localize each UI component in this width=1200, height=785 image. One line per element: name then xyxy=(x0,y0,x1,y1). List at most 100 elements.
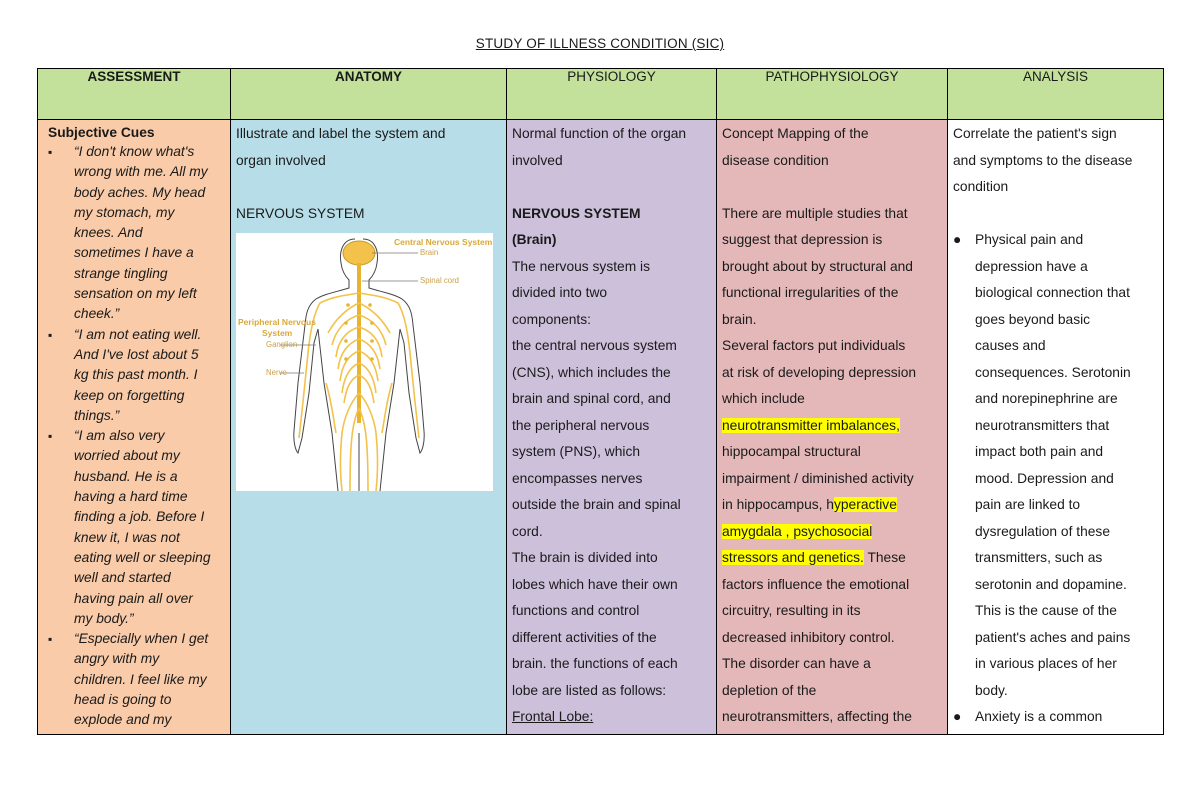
cue-line: “Especially when I get xyxy=(74,631,209,647)
header-pathophysiology: PATHOPHYSIOLOGY xyxy=(716,68,948,120)
cue-line: And I've lost about 5 xyxy=(74,346,199,362)
pathophysiology-cell: Concept Mapping of the disease condition… xyxy=(716,119,948,735)
analysis-line: goes beyond basic xyxy=(975,311,1091,327)
patho-line: amygdala , psychosocial xyxy=(722,519,942,546)
patho-line: in hippocampus, hyperactive xyxy=(722,492,942,519)
patho-line: depletion of the xyxy=(722,682,817,698)
physiology-cell: Normal function of the organ involved NE… xyxy=(506,119,717,735)
physiology-body-line: (CNS), which includes the xyxy=(512,364,671,380)
patho-line: functional irregularities of the xyxy=(722,285,899,300)
highlighted-text: stressors and genetics. xyxy=(722,550,864,565)
analysis-line: serotonin and dopamine. xyxy=(975,576,1127,592)
physiology-intro-line: Normal function of the organ xyxy=(512,126,687,141)
physiology-body-line: divided into two xyxy=(512,285,608,300)
analysis-line: patient's aches and pains xyxy=(975,629,1131,645)
cue-line: head is going to xyxy=(74,692,172,708)
cue-line: having a hard time xyxy=(74,489,188,505)
analysis-line: biological connection that xyxy=(975,285,1130,300)
cue-line: things.” xyxy=(74,407,120,423)
patho-intro-line: Concept Mapping of the xyxy=(722,126,869,141)
physiology-system-heading: NERVOUS SYSTEM xyxy=(512,205,641,221)
analysis-line: neurotransmitters that xyxy=(975,417,1110,433)
cue-line: body aches. My head xyxy=(74,184,206,200)
analysis-line: Anxiety is a common xyxy=(975,709,1103,724)
analysis-intro-line: condition xyxy=(953,179,1009,194)
patho-line: impairment / diminished activity xyxy=(722,470,914,486)
patho-line: neurotransmitters, affecting the xyxy=(722,709,912,724)
physiology-body-line: lobe are listed as follows: xyxy=(512,682,667,698)
figure-label-brain: Brain xyxy=(420,248,439,257)
cue-line: knees. And xyxy=(74,225,143,241)
patho-line: neurotransmitter imbalances, xyxy=(722,413,942,440)
physiology-intro-line: involved xyxy=(512,152,563,168)
physiology-body-line: different activities of the xyxy=(512,629,657,645)
cue-line: having pain all over xyxy=(74,590,193,606)
patho-line: decreased inhibitory control. xyxy=(722,629,895,645)
physiology-body-line: system (PNS), which xyxy=(512,444,641,459)
analysis-line: This is the cause of the xyxy=(975,603,1117,618)
cue-line: my stomach, my xyxy=(74,204,175,220)
physiology-body-line: components: xyxy=(512,311,591,327)
anatomy-system-label: NERVOUS SYSTEM xyxy=(236,205,365,221)
bullet-icon: ● xyxy=(953,232,962,247)
analysis-line: impact both pain and xyxy=(975,444,1104,459)
patho-line: at risk of developing depression xyxy=(722,364,917,380)
patho-text: These xyxy=(863,550,906,565)
patho-text: in hippocampus, h xyxy=(722,497,834,512)
square-bullet-icon: ▪ xyxy=(48,429,53,444)
cue-line: keep on forgetting xyxy=(74,387,185,403)
analysis-line: causes and xyxy=(975,338,1046,353)
patho-line: suggest that depression is xyxy=(722,232,883,247)
analysis-line: body. xyxy=(975,682,1008,698)
sic-table: ASSESSMENT ANATOMY PHYSIOLOGY PATHOPHYSI… xyxy=(37,68,1164,735)
nervous-system-diagram-icon xyxy=(280,238,425,491)
physiology-body-line: the central nervous system xyxy=(512,338,677,353)
figure-label-ganglion: Ganglion xyxy=(266,340,298,349)
physiology-body-line: lobes which have their own xyxy=(512,576,678,592)
analysis-line: pain are linked to xyxy=(975,497,1081,512)
cue-line: sometimes I have a xyxy=(74,245,194,261)
analysis-line: and norepinephrine are xyxy=(975,391,1118,406)
analysis-line: consequences. Serotonin xyxy=(975,364,1131,380)
cue-line: wrong with me. All my xyxy=(74,164,208,180)
analysis-line: depression have a xyxy=(975,258,1088,274)
cue-line: angry with my xyxy=(74,651,160,667)
header-anatomy: ANATOMY xyxy=(230,68,507,120)
analysis-intro-line: and symptoms to the disease xyxy=(953,152,1133,168)
figure-label-spinal-cord: Spinal cord xyxy=(420,276,460,285)
patho-line: stressors and genetics. These xyxy=(722,545,942,572)
cue-line: “I don't know what's xyxy=(74,144,195,159)
header-row: ASSESSMENT ANATOMY PHYSIOLOGY PATHOPHYSI… xyxy=(37,68,1164,120)
anatomy-instruction-line: Illustrate and label the system and xyxy=(236,126,446,141)
analysis-line: transmitters, such as xyxy=(975,550,1103,565)
highlighted-text: amygdala , psychosocial xyxy=(722,523,873,539)
header-assessment: ASSESSMENT xyxy=(37,68,231,120)
document-title: STUDY OF ILLNESS CONDITION (SIC) xyxy=(475,36,725,51)
physiology-organ-heading: (Brain) xyxy=(512,232,557,247)
cue-line: cheek.” xyxy=(74,306,120,322)
analysis-line: in various places of her xyxy=(975,656,1117,671)
cue-line: worried about my xyxy=(74,448,180,464)
highlighted-text: neurotransmitter imbalances, xyxy=(722,417,900,433)
analysis-line: Physical pain and xyxy=(975,232,1084,247)
cue-line: strange tingling xyxy=(74,265,168,281)
cue-line: explode and my xyxy=(74,712,172,728)
patho-line: Several factors put individuals xyxy=(722,338,906,353)
square-bullet-icon: ▪ xyxy=(48,632,53,647)
physiology-body-line: functions and control xyxy=(512,603,640,618)
physiology-body-line: encompasses nerves xyxy=(512,470,643,486)
analysis-line: dysregulation of these xyxy=(975,523,1110,539)
figure-label-cns: Central Nervous System xyxy=(394,237,493,247)
patho-line: hippocampal structural xyxy=(722,444,861,459)
patho-line: which include xyxy=(722,391,805,406)
subjective-cues-list: ▪ “I don't know what's wrong with me. All … xyxy=(46,142,224,731)
patho-line: brought about by structural and xyxy=(722,258,913,274)
header-physiology: PHYSIOLOGY xyxy=(506,68,717,120)
patho-line: The disorder can have a xyxy=(722,656,871,671)
bullet-icon: ● xyxy=(953,709,962,724)
cue-item: ▪“I am not eating well.And I've lost abo… xyxy=(46,325,224,426)
physiology-body-line: The brain is divided into xyxy=(512,550,658,565)
